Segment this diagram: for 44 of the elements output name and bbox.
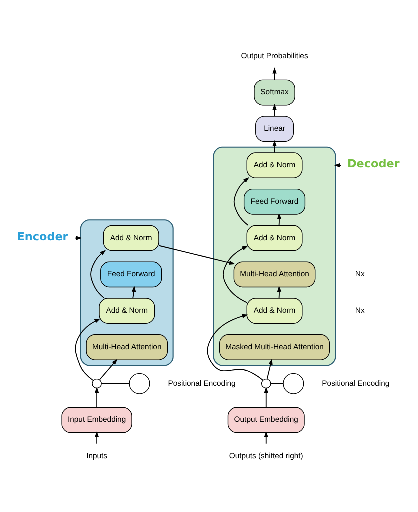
node-box: Add & Norm <box>246 224 303 251</box>
node-text: Encoder <box>17 230 68 243</box>
arrow <box>207 314 264 380</box>
node-circle <box>283 372 304 394</box>
node-box: Feed Forward <box>100 261 162 288</box>
arrow <box>223 245 248 303</box>
arrow <box>234 176 250 226</box>
arrow <box>94 430 100 444</box>
arrow <box>264 430 268 444</box>
arrow <box>99 358 118 380</box>
arrow <box>277 212 282 226</box>
node-box: Output Embedding <box>228 406 305 433</box>
node-box: Masked Multi-Head Attention <box>220 334 330 360</box>
arrow <box>90 250 106 298</box>
node-text: Inputs <box>86 451 108 460</box>
label: Nx <box>355 306 365 315</box>
node-circle <box>129 372 150 394</box>
node-circle <box>261 378 272 388</box>
node-text: Output Probabilities <box>241 50 308 60</box>
node-box: Softmax <box>254 79 296 106</box>
connector <box>101 382 130 384</box>
arrow <box>132 285 136 298</box>
arrow <box>94 386 100 408</box>
arrow <box>75 236 82 240</box>
arrow <box>264 386 268 408</box>
node-label: Positional Encoding <box>322 378 390 388</box>
node-box: Linear <box>256 116 294 142</box>
arrow <box>266 358 273 380</box>
node-box: Input Embedding <box>62 406 132 433</box>
connector <box>270 382 284 384</box>
node-box: Multi-Head Attention <box>234 261 316 288</box>
node-box: Multi-Head Attention <box>86 334 168 360</box>
arrow <box>277 285 282 298</box>
node-box: Add & Norm <box>246 298 303 324</box>
node-circle <box>92 378 102 388</box>
node-box: Add & Norm <box>246 152 303 178</box>
node-text: Decoder <box>348 157 400 170</box>
node-label: Positional Encoding <box>168 378 236 388</box>
node-text: Outputs (shifted right) <box>229 451 304 460</box>
node-box: Add & Norm <box>103 224 160 251</box>
label: Nx <box>355 269 365 278</box>
arrow <box>75 318 101 381</box>
node-box: Feed Forward <box>244 188 306 214</box>
node-box: Add & Norm <box>99 298 156 324</box>
